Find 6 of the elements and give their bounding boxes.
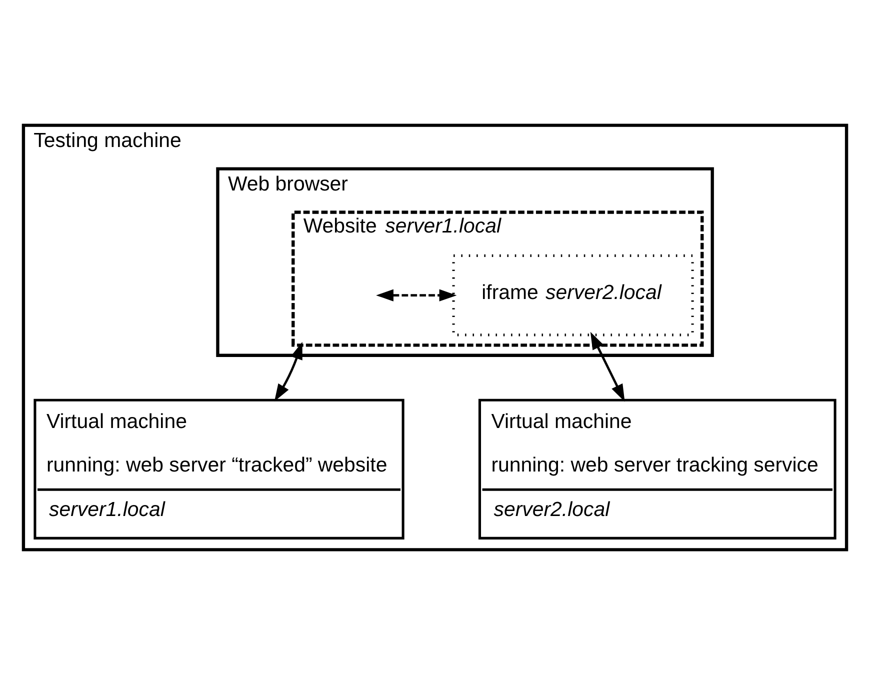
node-box: iframe server2.local: [452, 254, 694, 336]
node-box: Virtual machine running: web server “tracked” website server1.local: [34, 398, 404, 540]
arrow: [274, 342, 302, 402]
arrow: [590, 332, 625, 402]
node-box: Virtual machine running: web server tracking service server2.local: [478, 398, 836, 540]
arrow: [376, 289, 457, 302]
